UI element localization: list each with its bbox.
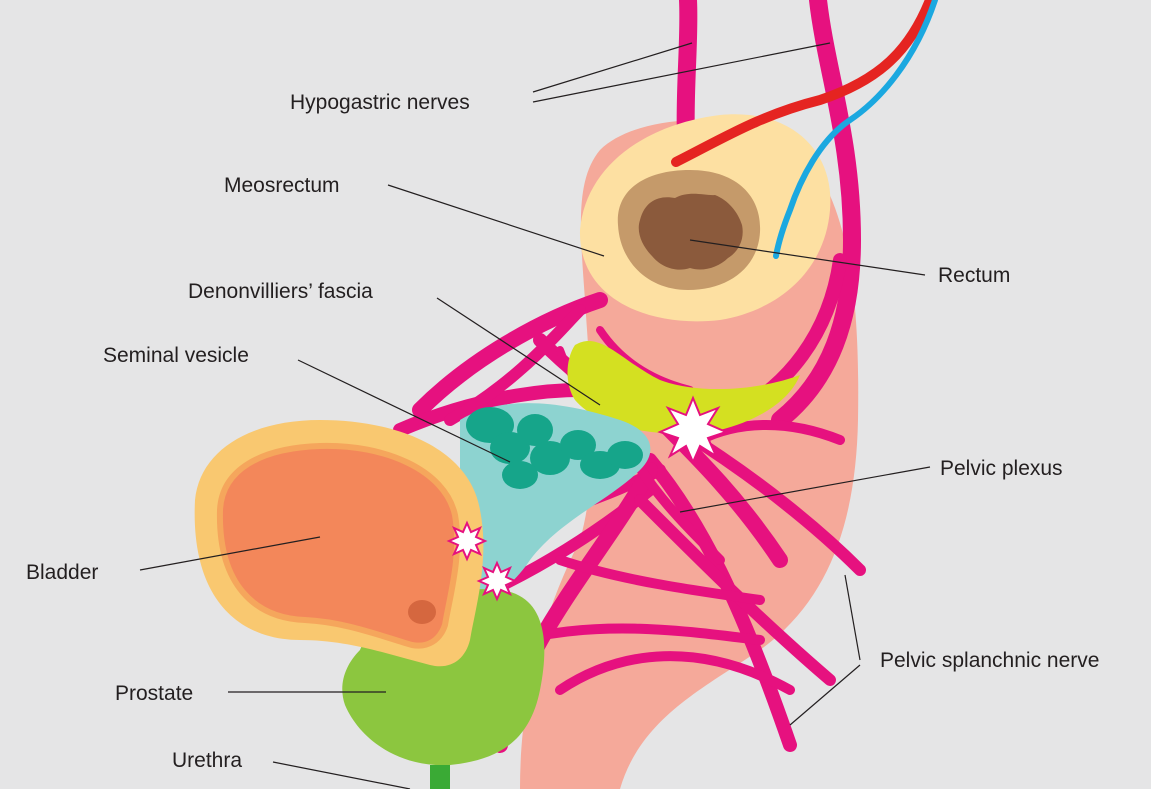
label-mesorectum: Meosrectum	[224, 174, 340, 197]
label-denonvilliers-fascia: Denonvilliers’ fascia	[188, 280, 373, 303]
label-bladder: Bladder	[26, 561, 98, 584]
hypogastric-nerve-left	[686, 0, 689, 140]
label-pelvic-splanchnic-nerve: Pelvic splanchnic nerve	[880, 649, 1099, 672]
rectum-lumen	[639, 194, 743, 270]
label-pelvic-plexus: Pelvic plexus	[940, 457, 1063, 480]
injury-star-small-1	[449, 523, 485, 559]
label-urethra: Urethra	[172, 749, 242, 772]
label-seminal-vesicle: Seminal vesicle	[103, 344, 249, 367]
label-hypogastric-nerves: Hypogastric nerves	[290, 91, 470, 114]
label-prostate: Prostate	[115, 682, 193, 705]
injury-star-small-2	[479, 563, 515, 599]
ureteric-orifice	[408, 600, 436, 624]
label-rectum: Rectum	[938, 264, 1010, 287]
urethra	[430, 765, 450, 789]
